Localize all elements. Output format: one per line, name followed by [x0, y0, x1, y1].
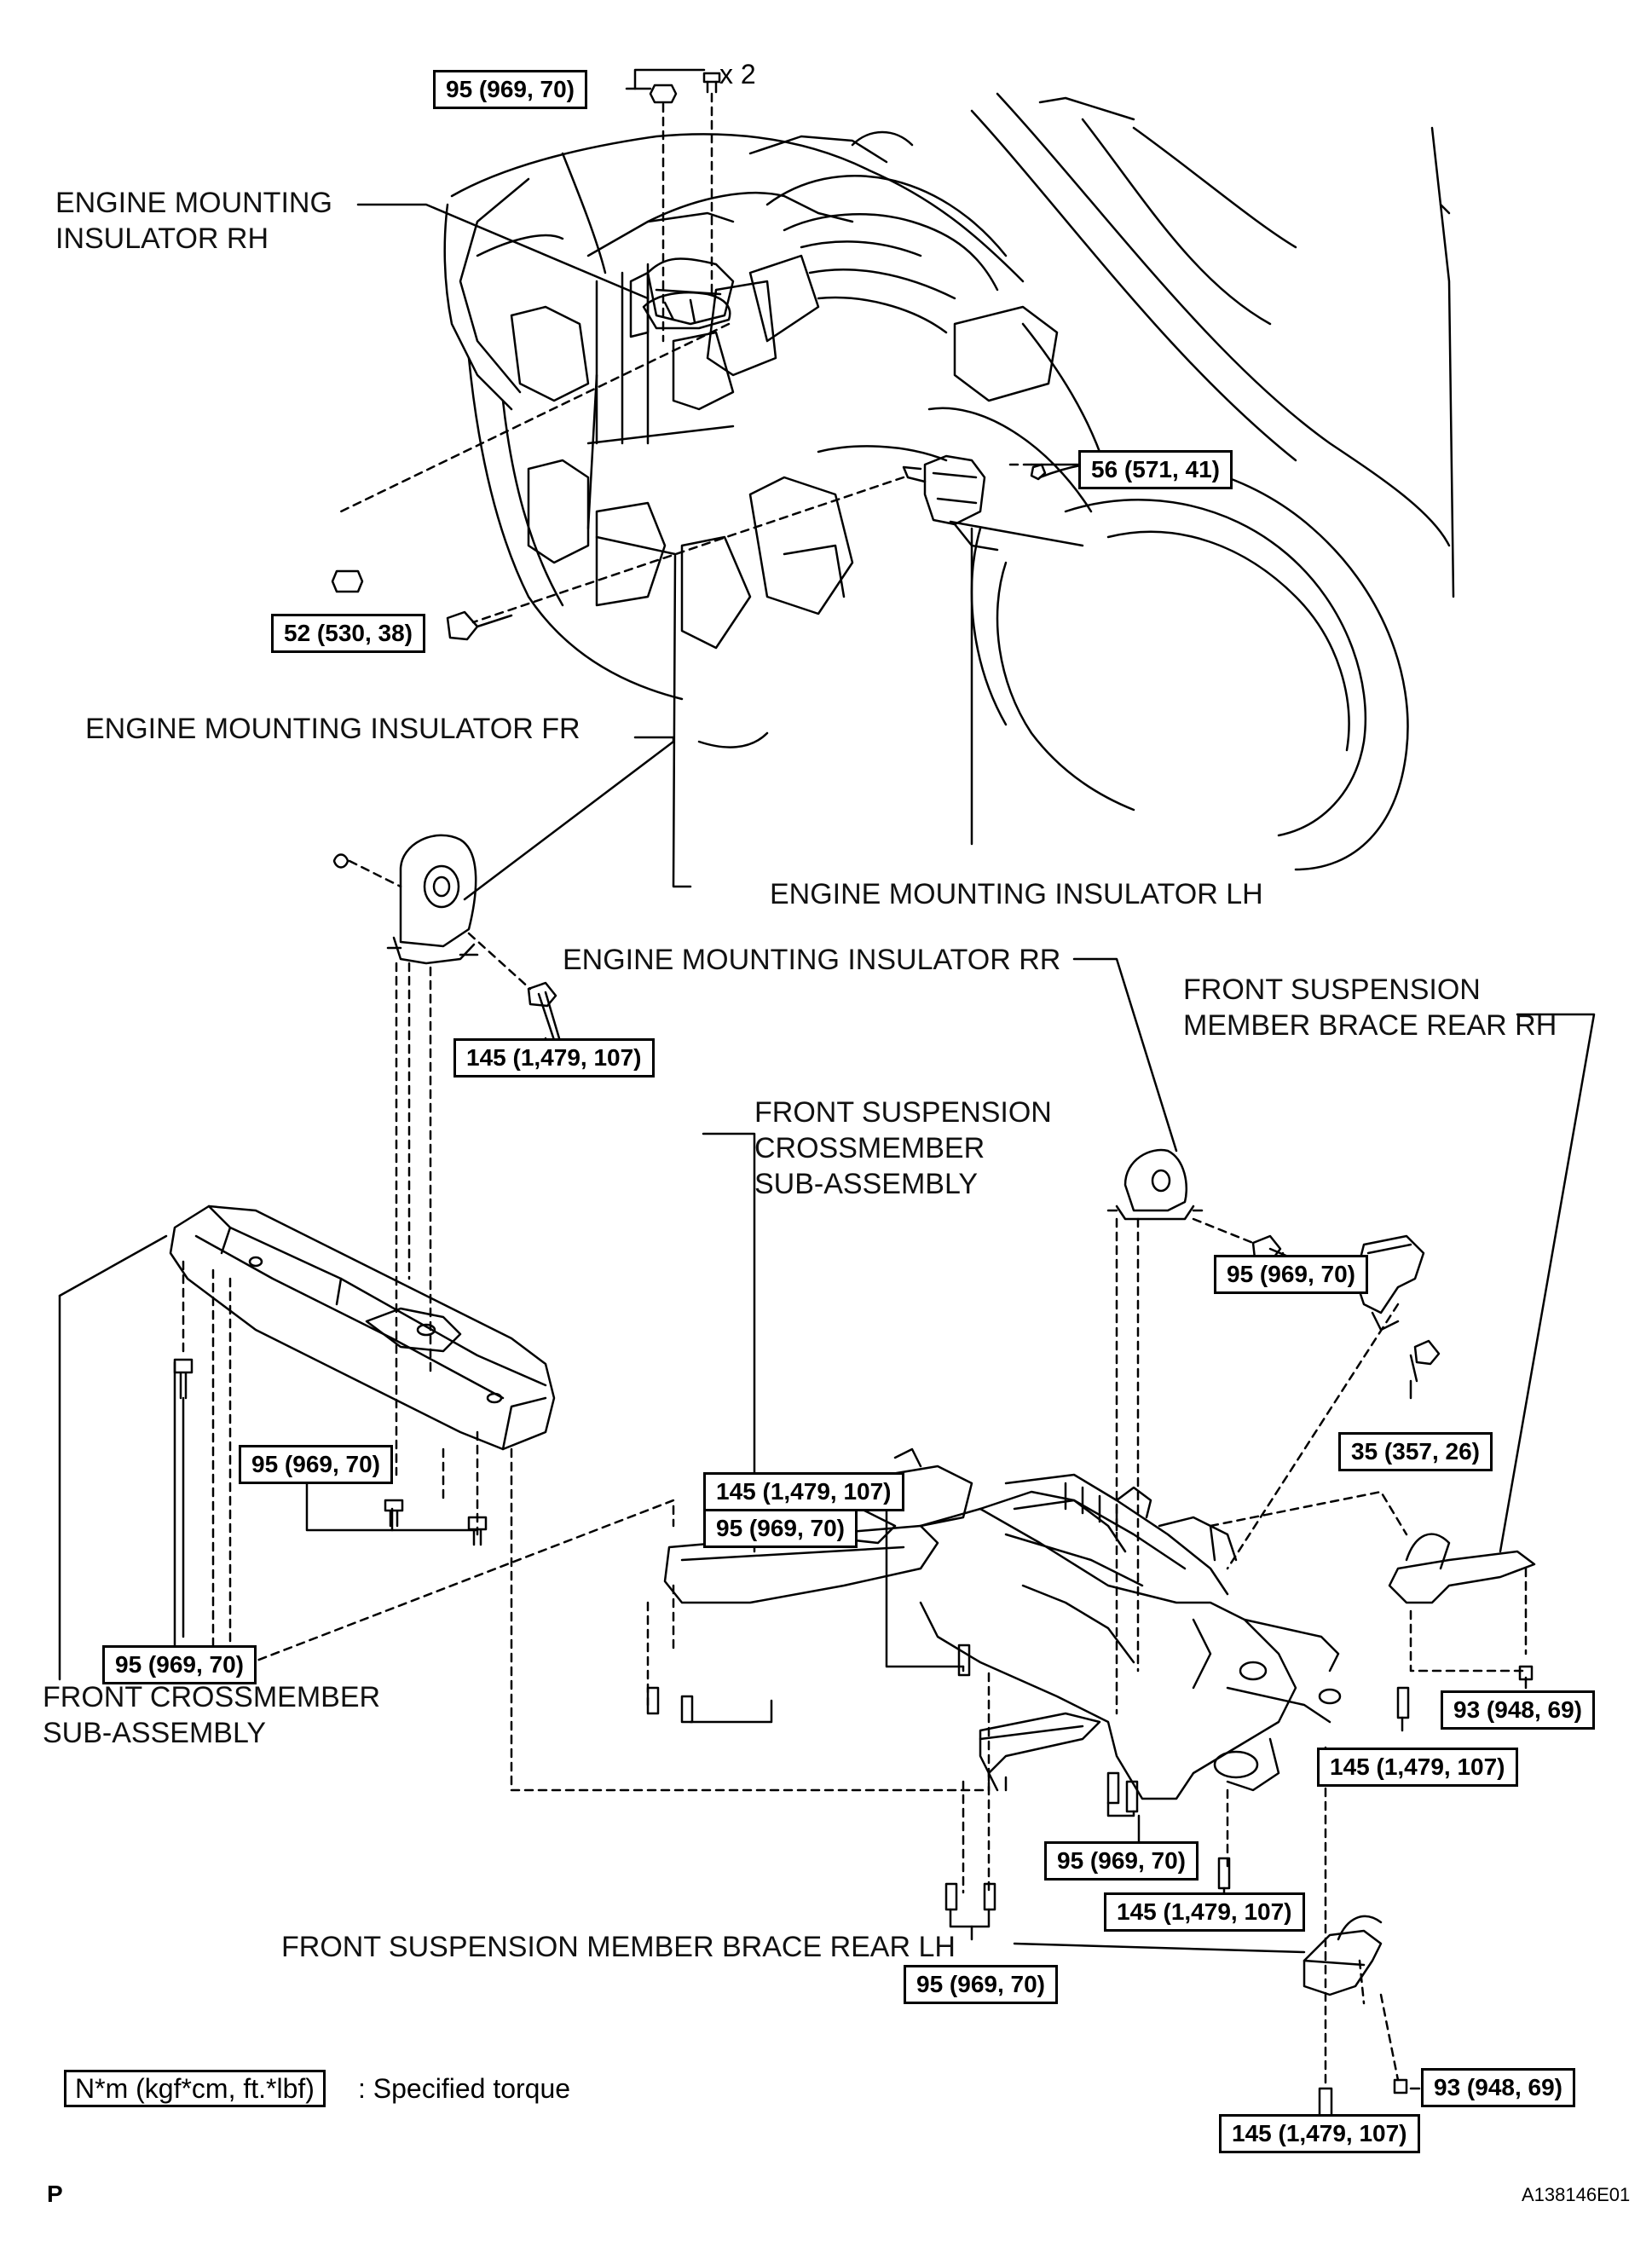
legend-unit-box: N*m (kgf*cm, ft.*lbf) — [64, 2070, 326, 2107]
fr-leader-tick — [633, 736, 675, 743]
fr-leader — [463, 740, 675, 901]
front-crossmember-part — [169, 1205, 556, 1451]
label-insulator-rr: ENGINE MOUNTING INSULATOR RR — [563, 944, 1061, 976]
label-insulator-fr: ENGINE MOUNTING INSULATOR FR — [85, 713, 581, 745]
crossmember-bolts — [173, 1358, 488, 1655]
top-leader-lines — [356, 68, 1089, 888]
torque-right-bolt: 145 (1,479, 107) — [1317, 1748, 1518, 1787]
crossmember-torque-leader — [305, 1465, 479, 1532]
label-brace-rear-lh: FRONT SUSPENSION MEMBER BRACE REAR LH — [281, 1931, 956, 1963]
quantity-label: x 2 — [719, 59, 756, 90]
torque-right-brace: 93 (948, 69) — [1441, 1690, 1595, 1730]
torque-bottom-bolt: 145 (1,479, 107) — [1219, 2114, 1420, 2153]
torque-bottom-brace: 93 (948, 69) — [1421, 2068, 1575, 2107]
legend-suffix: : Specified torque — [358, 2073, 571, 2104]
torque-center-lower: 95 (969, 70) — [703, 1509, 858, 1548]
label-crossmember-sub: FRONT SUSPENSION CROSSMEMBER SUB-ASSEMBL… — [754, 1096, 1052, 1200]
corner-letter: P — [47, 2181, 63, 2207]
torque-bottom-pair: 95 (969, 70) — [904, 1965, 1058, 2004]
torque-top-nut: 95 (969, 70) — [433, 70, 587, 109]
front-crossmember-leader-a — [58, 1234, 168, 1297]
torque-lower-pair: 95 (969, 70) — [1044, 1841, 1199, 1881]
torque-insulator-lh-nut: 56 (571, 41) — [1078, 450, 1233, 489]
figure-code: A138146E01 — [1522, 2184, 1631, 2205]
suspension-crossmember-part — [663, 1148, 1536, 1996]
torque-steering-bolt: 35 (357, 26) — [1338, 1432, 1493, 1471]
label-brace-rear-rh: FRONT SUSPENSION MEMBER BRACE REAR RH — [1183, 974, 1557, 1042]
torque-rr-bolt: 95 (969, 70) — [1214, 1255, 1368, 1294]
label-insulator-rh: ENGINE MOUNTING INSULATOR RH — [55, 187, 332, 255]
torque-center-bolt: 145 (1,479, 107) — [703, 1472, 904, 1511]
label-insulator-lh: ENGINE MOUNTING INSULATOR LH — [770, 878, 1263, 910]
suspension-bolts — [646, 1247, 1534, 2124]
top-nut-and-bolts — [649, 72, 721, 104]
insulator-fr-dashed — [348, 859, 532, 1476]
vehicle-body-outline — [443, 92, 1455, 871]
suspension-dashed — [646, 1217, 1528, 2090]
torque-crossmember-bolts: 95 (969, 70) — [239, 1445, 393, 1484]
torque-left-bolt: 95 (969, 70) — [102, 1645, 257, 1684]
torque-fr-bolt: 145 (1,479, 107) — [453, 1038, 655, 1078]
insulator-fr-part — [332, 834, 561, 1042]
rh-mount-lower-hardware — [331, 463, 1047, 641]
torque-lower-bolt: 145 (1,479, 107) — [1104, 1892, 1305, 1932]
crossmember-dashed — [182, 1260, 991, 1792]
torque-rh-lower: 52 (530, 38) — [271, 614, 425, 653]
label-front-crossmember: FRONT CROSSMEMBER SUB-ASSEMBLY — [43, 1681, 381, 1749]
top-dashed-lines — [339, 92, 1033, 624]
